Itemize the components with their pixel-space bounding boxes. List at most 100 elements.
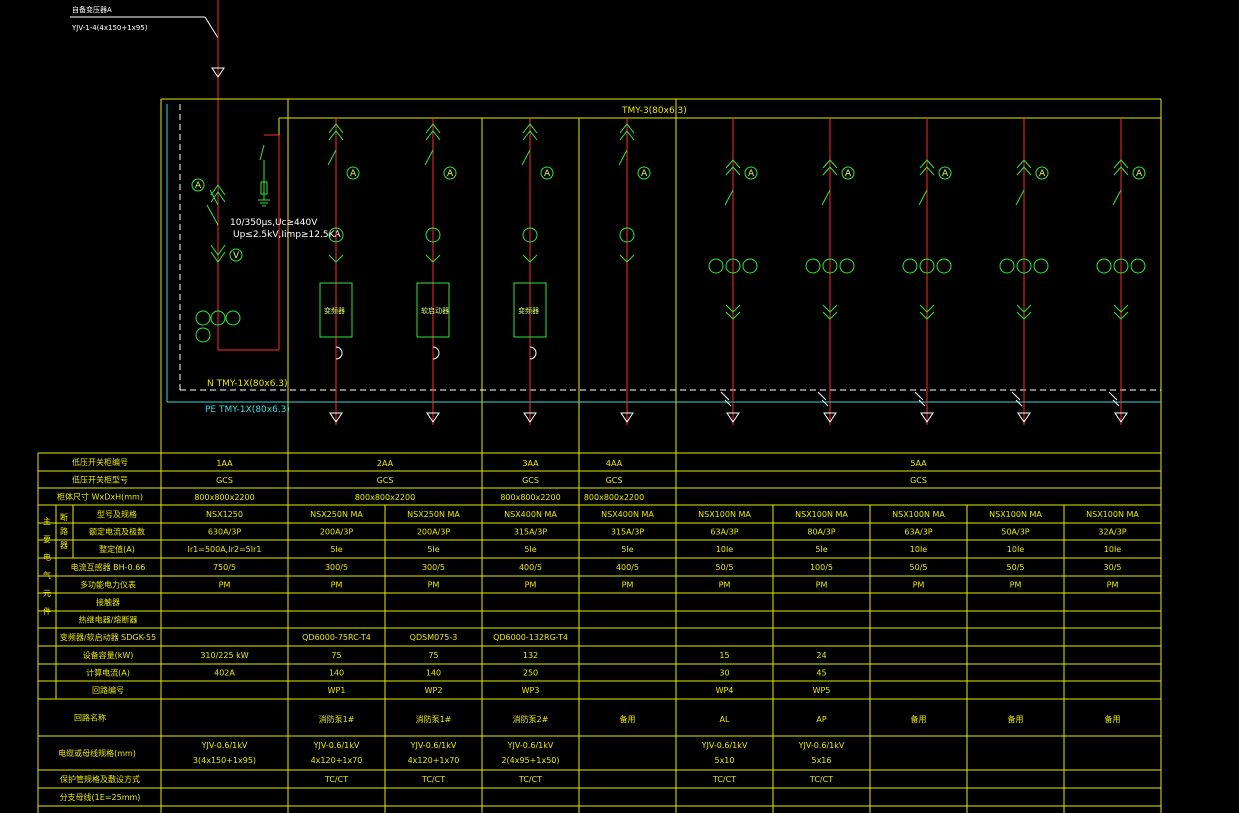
- cell-current: 30: [719, 669, 729, 678]
- cell-power: 24: [816, 651, 826, 660]
- cell-ct: 50/5: [1007, 563, 1025, 572]
- outgoing-terminal-icon: [523, 412, 537, 423]
- cell-power: 15: [719, 651, 729, 660]
- current-transformer-icon: [902, 258, 918, 274]
- row-label: 型号及规格: [97, 509, 137, 519]
- cabinet-id: 5AA: [910, 459, 927, 468]
- cell-circuit-no: WP2: [425, 686, 443, 695]
- breaker-icon: [821, 189, 831, 206]
- cell-conduit: TC/CT: [518, 775, 542, 784]
- feeder-circuit: A: [999, 118, 1049, 425]
- cell-cable-type: YJV-0.6/1kV: [798, 741, 845, 750]
- neutral-bus: [179, 104, 1161, 391]
- svg-text:A: A: [1136, 169, 1143, 179]
- cell-vfd: QDSM075-3: [410, 633, 458, 642]
- svg-text:A: A: [942, 169, 949, 179]
- drawout-contact-icon: [328, 123, 344, 141]
- ammeter-icon: [744, 166, 758, 180]
- cell-setting: 10Ie: [1104, 545, 1122, 554]
- incoming-feeder: 自备变压器A YJV-1-4(4x150+1x95): [70, 0, 225, 350]
- cell-cable-type: YJV-0.6/1kV: [507, 741, 554, 750]
- cell-ct: 300/5: [422, 563, 445, 572]
- cell-power: 310/225 kW: [200, 651, 248, 660]
- outgoing-terminal-icon: [823, 412, 837, 423]
- cell-breaker: NSX400N MA: [504, 510, 557, 519]
- cabinet-id: 3AA: [522, 459, 539, 468]
- row-label: 分支母线(1E=25mm): [60, 792, 141, 802]
- outgoing-terminal-icon: [620, 412, 634, 423]
- breaker-icon: [724, 189, 734, 206]
- motor-icon: [432, 346, 440, 360]
- ammeter-icon: [1035, 166, 1049, 180]
- cell-meter: PM: [913, 581, 925, 590]
- cell-conduit: TC/CT: [421, 775, 445, 784]
- breaker-icon: [618, 149, 628, 166]
- cell-breaker: NSX100N MA: [698, 510, 751, 519]
- cell-rating: 63A/3P: [904, 528, 932, 537]
- breaker-icon: [521, 149, 531, 166]
- cell-ct: 50/5: [910, 563, 928, 572]
- cell-circuit-name: 消防泵1#: [319, 714, 355, 724]
- cell-circuit-name: 备用: [620, 714, 636, 724]
- feeder-circuit: A: [805, 118, 855, 425]
- breaker-icon: [327, 149, 337, 166]
- drawout-contact-icon: [1016, 159, 1032, 176]
- cell-cable-type: YJV-0.6/1kV: [701, 741, 748, 750]
- row-label: 回路名称: [74, 713, 106, 723]
- cell-ct: 300/5: [325, 563, 348, 572]
- cell-rating: 50A/3P: [1001, 528, 1029, 537]
- cabinet-size: 800x800x2200: [584, 493, 644, 502]
- group-label-char: 气: [43, 570, 51, 580]
- cell-setting: 5Ie: [815, 545, 827, 554]
- svg-text:A: A: [544, 169, 551, 179]
- cell-cable-type: YJV-0.6/1kV: [201, 741, 248, 750]
- drive-box: [416, 282, 450, 338]
- group-label-char: 件: [43, 606, 51, 616]
- cell-cable-size: 4x120+1x70: [408, 756, 460, 765]
- cell-circuit-no: WP1: [328, 686, 346, 695]
- cell-meter: PM: [428, 581, 440, 590]
- row-label: 变频器/软启动器 SDGK-55: [60, 632, 156, 642]
- cell-setting: 10Ie: [910, 545, 928, 554]
- cell-meter: PM: [219, 581, 231, 590]
- cell-vfd: QD6000-132RG-T4: [493, 633, 568, 642]
- schedule-table-grid: [37, 452, 1162, 813]
- cell-meter: PM: [1107, 581, 1119, 590]
- cell-circuit-name: AL: [720, 715, 730, 724]
- cabinet-model: GCS: [522, 476, 539, 485]
- svg-text:A: A: [350, 169, 357, 179]
- ammeter-icon: [443, 166, 457, 180]
- drive-box: [513, 282, 547, 338]
- cell-power: 75: [331, 651, 341, 660]
- outgoing-terminal-icon: [920, 412, 934, 423]
- neutral-bus-label: N TMY-1X(80x6.3): [207, 379, 288, 389]
- svg-text:A: A: [1039, 169, 1046, 179]
- cell-current: 45: [816, 669, 826, 678]
- cable-termination-icon: [211, 67, 225, 78]
- cell-ct: 50/5: [716, 563, 734, 572]
- cell-ct: 400/5: [616, 563, 639, 572]
- svg-text:A: A: [641, 169, 648, 179]
- breaker-icon: [1112, 189, 1122, 206]
- row-label: 热继电器/熔断器: [79, 615, 138, 625]
- cell-circuit-name: 消防泵2#: [513, 714, 549, 724]
- motor-icon: [529, 346, 537, 360]
- cell-conduit: TC/CT: [809, 775, 833, 784]
- drive-box: [319, 282, 353, 338]
- cell-breaker: NSX250N MA: [310, 510, 363, 519]
- group-label-char: 元: [43, 589, 51, 598]
- cabinet-id: 1AA: [216, 459, 233, 468]
- breaker-label-char: 器: [60, 541, 68, 550]
- cabinet-size: 800x800x2200: [355, 493, 415, 502]
- cell-cable-type: YJV-0.6/1kV: [313, 741, 360, 750]
- pe-bus: [166, 104, 1161, 403]
- cabinet-model: GCS: [606, 476, 623, 485]
- main-busbar-label: TMY-3(80x6.3): [621, 106, 687, 116]
- cell-ct: 750/5: [213, 563, 236, 572]
- row-label: 柜体尺寸 WxDxH(mm): [57, 492, 143, 502]
- current-transformer-icon: [328, 227, 344, 243]
- group-label-char: 电: [43, 552, 51, 562]
